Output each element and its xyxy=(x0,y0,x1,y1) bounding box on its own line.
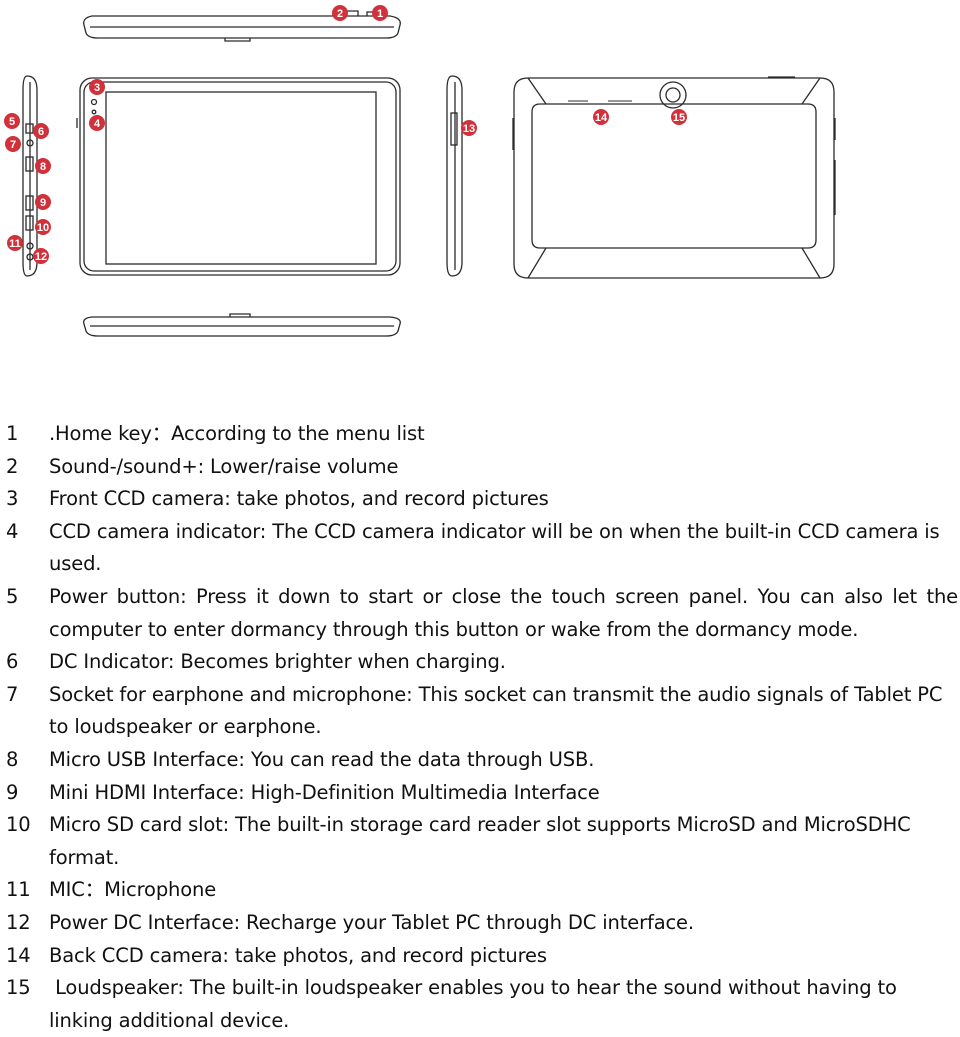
item-text: Back CCD camera: take photos, and record… xyxy=(49,943,547,967)
svg-text:14: 14 xyxy=(595,112,608,124)
legend-item-14: 14 Back CCD camera: take photos, and reco… xyxy=(0,940,960,973)
item-number: 1 xyxy=(6,422,19,445)
svg-text:6: 6 xyxy=(38,126,44,138)
tablet-back-view xyxy=(512,76,836,279)
svg-text:10: 10 xyxy=(37,222,49,234)
callout-8: 8 xyxy=(35,158,51,174)
item-number: 4 xyxy=(6,519,19,543)
speaker-grille-left xyxy=(568,100,588,105)
svg-text:7: 7 xyxy=(10,139,16,151)
svg-text:13: 13 xyxy=(463,123,475,135)
tablet-right-side-view xyxy=(446,75,463,277)
svg-text:3: 3 xyxy=(94,82,100,94)
item-number: 15 xyxy=(6,976,31,1000)
item-number: 3 xyxy=(6,487,19,511)
item-number: 5 xyxy=(6,584,19,608)
svg-text:5: 5 xyxy=(9,116,15,128)
item-number: 9 xyxy=(6,780,19,804)
legend-item-12: 12 Power DC Interface: Recharge your Tabl… xyxy=(0,907,960,940)
callout-10: 10 xyxy=(35,219,51,235)
callout-14: 14 xyxy=(593,109,609,125)
callout-4: 4 xyxy=(89,115,105,131)
item-number: 10 xyxy=(6,813,31,837)
legend-item-1: 1 .Home key：According to the menu list xyxy=(0,418,960,451)
item-text: Mini HDMI Interface: High-Definition Mul… xyxy=(49,780,600,804)
callout-5: 5 xyxy=(4,113,20,129)
svg-text:4: 4 xyxy=(94,118,101,130)
item-text: CCD camera indicator: The CCD camera ind… xyxy=(49,519,940,576)
svg-text:1: 1 xyxy=(377,8,383,20)
item-text: Sound-/sound+: Lower/raise volume xyxy=(49,454,399,478)
legend-item-8: 8 Micro USB Interface: You can read the d… xyxy=(0,744,960,777)
svg-text:12: 12 xyxy=(35,251,47,263)
svg-text:11: 11 xyxy=(9,238,21,250)
callout-6: 6 xyxy=(33,123,49,139)
item-text: .Home key：According to the menu list xyxy=(49,422,425,445)
item-text: Power DC Interface: Recharge your Tablet… xyxy=(49,910,694,934)
legend-item-4: 4 CCD camera indicator: The CCD camera in… xyxy=(0,516,960,581)
item-text: Power button: Press it down to start or … xyxy=(49,584,958,641)
item-text: Micro SD card slot: The built-in storage… xyxy=(49,813,911,869)
callout-9: 9 xyxy=(35,194,51,210)
callout-2: 2 xyxy=(332,5,348,21)
callout-7: 7 xyxy=(5,136,21,152)
item-number: 6 xyxy=(6,650,19,674)
callout-11: 11 xyxy=(7,235,23,251)
legend-item-7: 7 Socket for earphone and microphone: Thi… xyxy=(0,679,960,744)
item-text: Micro USB Interface: You can read the da… xyxy=(49,747,595,771)
legend-item-5: 5 Power button: Press it down to start or… xyxy=(0,581,960,646)
item-number: 8 xyxy=(6,747,19,771)
item-text: DC Indicator: Becomes brighter when char… xyxy=(49,650,506,674)
item-text: Loudspeaker: The built-in loudspeaker en… xyxy=(49,976,903,1032)
callout-15: 15 xyxy=(671,109,687,125)
legend-item-3: 3 Front CCD camera: take photos, and reco… xyxy=(0,483,960,516)
speaker-grille-right xyxy=(608,100,632,105)
callout-12: 12 xyxy=(33,248,49,264)
legend-item-6: 6 DC Indicator: Becomes brighter when cha… xyxy=(0,646,960,679)
svg-text:2: 2 xyxy=(337,8,343,20)
legend-item-10: 10 Micro SD card slot: The built-in stora… xyxy=(0,809,960,874)
legend-item-2: 2 Sound-/sound+: Lower/raise volume xyxy=(0,451,960,484)
callout-3: 3 xyxy=(89,79,105,95)
item-text: Front CCD camera: take photos, and recor… xyxy=(49,487,549,511)
tablet-front-view xyxy=(76,77,401,276)
legend-item-11: 11 MIC：Microphone xyxy=(0,874,960,907)
callout-badges: 2 1 3 4 5 6 7 8 9 10 11 12 13 14 15 xyxy=(4,5,687,264)
item-text: Socket for earphone and microphone: This… xyxy=(49,682,943,739)
legend-item-15: 15 Loudspeaker: The built-in loudspeaker… xyxy=(0,972,960,1037)
tablet-diagram: 2 1 3 4 5 6 7 8 9 10 11 12 13 14 15 xyxy=(4,5,836,337)
callout-1: 1 xyxy=(372,5,388,21)
item-number: 11 xyxy=(6,878,31,902)
legend-item-9: 9 Mini HDMI Interface: High-Definition Mu… xyxy=(0,777,960,810)
item-number: 14 xyxy=(6,943,31,967)
item-number: 12 xyxy=(6,910,31,934)
item-number: 7 xyxy=(6,682,19,706)
item-number: 2 xyxy=(6,454,19,478)
tablet-left-side-view xyxy=(22,75,38,277)
svg-text:15: 15 xyxy=(673,112,685,124)
callout-13: 13 xyxy=(461,120,477,136)
svg-text:9: 9 xyxy=(40,197,46,209)
tablet-bottom-edge-view xyxy=(83,313,401,337)
tablet-top-edge-view xyxy=(83,10,401,42)
svg-text:8: 8 xyxy=(40,161,46,173)
item-text: MIC：Microphone xyxy=(49,878,217,902)
